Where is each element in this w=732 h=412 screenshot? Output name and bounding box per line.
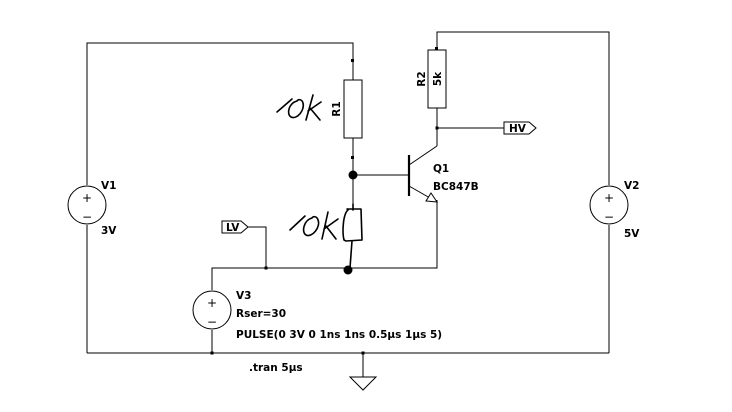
- v2-minus-sign: −: [604, 210, 614, 224]
- net-label-hv[interactable]: HV: [503, 121, 537, 135]
- hand-resistor-body-icon: [342, 208, 363, 242]
- hv-flag-icon: [503, 121, 537, 135]
- v1-minus-sign: −: [82, 210, 92, 224]
- v3-rser: Rser=30: [236, 308, 286, 320]
- handwritten-added-resistor: [289, 203, 363, 269]
- transistor-q1[interactable]: Q1 BC847B: [407, 145, 479, 203]
- ground-symbol[interactable]: [348, 376, 378, 391]
- hand-glyph-1: [276, 98, 293, 113]
- hand-resistor-leads: [349, 203, 354, 269]
- junction-dot: [348, 170, 358, 180]
- resistor-r2[interactable]: R2 5k: [416, 32, 447, 128]
- r2-pin: [435, 47, 438, 50]
- wire-top-left: [86, 42, 354, 185]
- q1-model: BC847B: [433, 181, 479, 193]
- hand-glyph-1: [289, 215, 306, 231]
- junction-dot: [210, 351, 214, 355]
- v3-minus-sign: −: [207, 315, 217, 329]
- voltage-source-v1[interactable]: + − V1 3V: [67, 180, 117, 237]
- v3-source-icon: [192, 290, 232, 330]
- hand-glyph-k: [305, 94, 322, 121]
- v1-value: 3V: [101, 225, 117, 237]
- v2-value: 5V: [624, 228, 640, 240]
- v1-source-icon: [67, 185, 107, 225]
- r2-value: 5k: [432, 71, 444, 86]
- junction-dot: [343, 265, 353, 275]
- r1-body-icon: [343, 79, 363, 139]
- q1-name: Q1: [433, 163, 449, 175]
- v2-plus-sign: +: [604, 191, 614, 205]
- tran-directive[interactable]: .tran 5µs: [249, 362, 303, 374]
- v3-plus-sign: +: [207, 296, 217, 310]
- r1-name: R1: [331, 101, 343, 116]
- wire-lv: [248, 226, 267, 268]
- hand-glyph-0: [302, 215, 320, 237]
- v3-source-spec: PULSE(0 3V 0 1ns 1ns 0.5µs 1µs 5): [236, 329, 442, 341]
- junctions: [210, 126, 439, 355]
- v2-source-icon: [589, 185, 629, 225]
- hv-label: HV: [509, 123, 527, 135]
- junction-dot: [264, 266, 268, 270]
- v2-name: V2: [624, 180, 639, 192]
- hand-glyph-k: [321, 211, 339, 240]
- v1-name: V1: [101, 180, 116, 192]
- v1-plus-sign: +: [82, 191, 92, 205]
- r1-pin: [351, 156, 354, 159]
- net-label-lv[interactable]: LV: [221, 220, 249, 234]
- r1-pin: [351, 59, 354, 62]
- voltage-source-v3[interactable]: + − V3 Rser=30 PULSE(0 3V 0 1ns 1ns 0.5µ…: [192, 290, 442, 341]
- v3-name: V3: [236, 290, 251, 302]
- voltage-source-v2[interactable]: + − V2 5V: [589, 180, 640, 240]
- lv-flag-icon: [221, 220, 249, 234]
- resistor-r1[interactable]: R1: [331, 59, 363, 159]
- r2-name: R2: [416, 71, 428, 86]
- junction-dot: [361, 351, 365, 355]
- ground-icon: [348, 376, 378, 391]
- lv-label: LV: [226, 222, 240, 234]
- hand-glyph-0: [287, 98, 305, 119]
- wire-emitter: [211, 200, 438, 290]
- handwritten-r1-value: [276, 94, 322, 121]
- q1-emitter-arrow-icon: [425, 192, 438, 203]
- q1-collector-leg: [408, 145, 438, 166]
- wire-top-right: [436, 31, 610, 185]
